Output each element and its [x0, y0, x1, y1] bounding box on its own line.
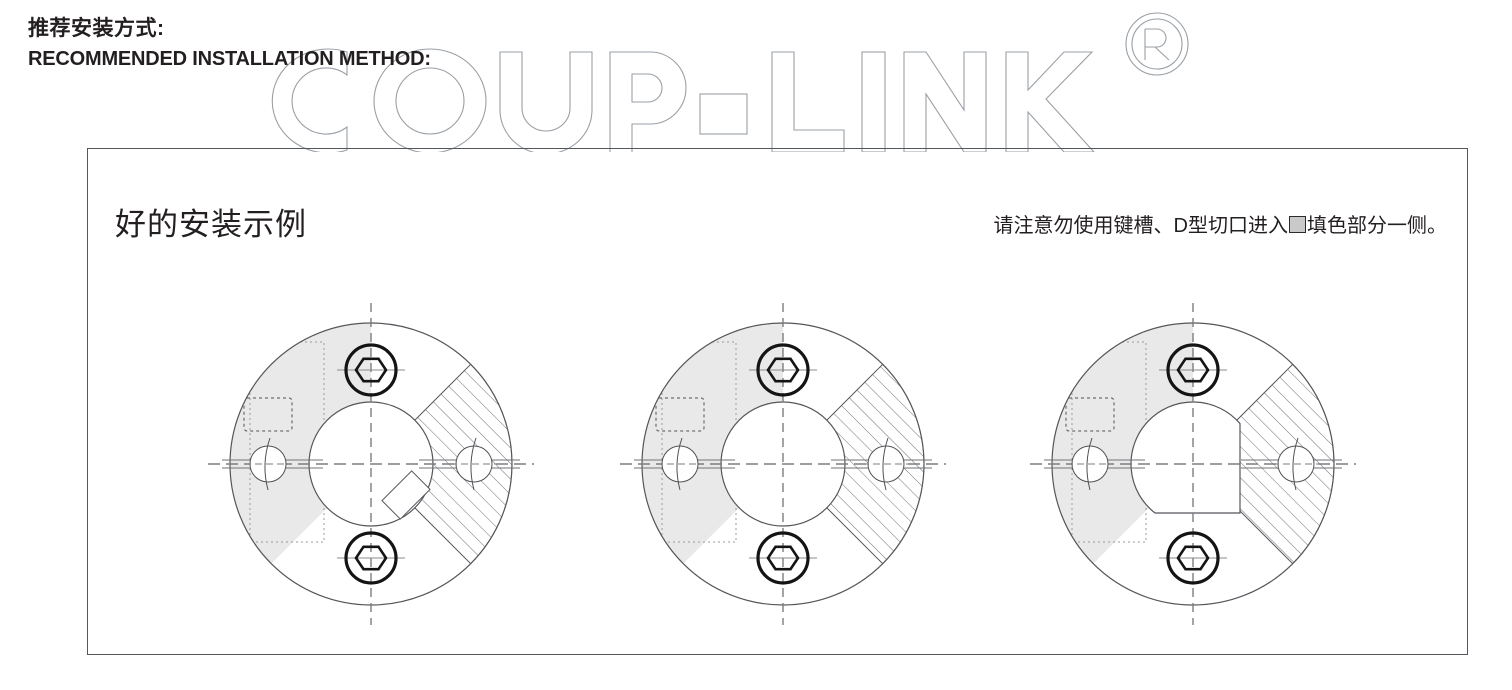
panel-note-suffix: 填色部分一侧。	[1307, 215, 1447, 237]
header: 推荐安装方式: RECOMMENDED INSTALLATION METHOD:	[28, 14, 431, 74]
panel-note-prefix: 请注意勿使用键槽、D型切口进入	[993, 215, 1288, 237]
page-title-en: RECOMMENDED INSTALLATION METHOD:	[28, 48, 431, 70]
installation-example-panel: 好的安装示例 请注意勿使用键槽、D型切口进入 填色部分一侧。	[87, 148, 1468, 655]
page-title-cn: 推荐安装方式:	[28, 17, 165, 40]
panel-note: 请注意勿使用键槽、D型切口进入 填色部分一侧。	[994, 209, 1447, 238]
shaded-area-swatch	[1289, 216, 1306, 233]
panel-heading: 好的安装示例	[115, 207, 307, 242]
